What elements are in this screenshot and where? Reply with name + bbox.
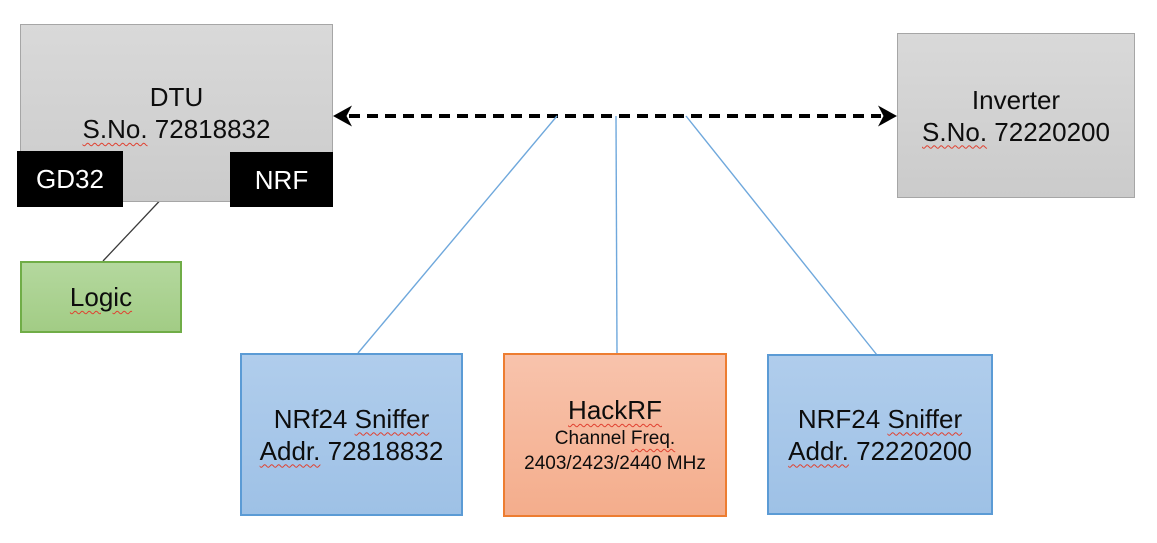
sniffer-right-name-prefix: NRF24 <box>797 403 881 434</box>
sniffer-left-name-suffix: Sniffer <box>354 403 430 434</box>
sniffer-left-addr: Addr. 72818832 <box>260 435 444 467</box>
sniffer-left-addr-value: 72818832 <box>327 435 444 466</box>
hackrf-box: HackRF Channel Freq. 2403/2423/2440 MHz <box>503 353 727 517</box>
hackrf-freq-label-line: Channel Freq. <box>555 426 675 451</box>
connector-line-sniffer-left <box>357 115 558 354</box>
hackrf-freq-value: 2403/2423/2440 MHz <box>524 453 706 474</box>
hackrf-title: HackRF <box>568 394 662 426</box>
sniffer-left-addr-label: Addr. <box>259 435 321 466</box>
logic-label: Logic <box>70 281 132 313</box>
dtu-serial-value: 72818832 <box>154 114 271 144</box>
inverter-serial-label: S.No. <box>922 116 988 147</box>
hackrf-freq-marked: Freq. <box>630 428 676 449</box>
nrf-label: NRF <box>254 164 309 195</box>
sniffer-right-name: NRF24 Sniffer <box>798 403 962 435</box>
sniffer-left-name: NRf24 Sniffer <box>274 403 430 435</box>
sniffer-right-addr-label: Addr. <box>788 435 849 466</box>
dtu-serial-label: S.No. <box>82 114 148 144</box>
inverter-serial-value: 72220200 <box>994 116 1110 147</box>
sniffer-right-addr-value: 72220200 <box>856 435 972 466</box>
hackrf-title-text: HackRF <box>568 395 662 425</box>
gd32-box: GD32 <box>17 151 123 207</box>
logic-label-text: Logic <box>69 282 133 312</box>
hackrf-freq-plain: Channel <box>554 428 626 449</box>
inverter-box: Inverter S.No. 72220200 <box>897 33 1135 198</box>
inverter-serial: S.No. 72220200 <box>922 116 1110 148</box>
sniffer-right-addr: Addr. 72220200 <box>788 435 972 467</box>
sniffer-right-box: NRF24 Sniffer Addr. 72220200 <box>767 354 993 515</box>
logic-box: Logic <box>20 261 182 333</box>
dtu-title: DTU <box>149 82 204 112</box>
dashed-arrow-right-head-icon <box>878 105 897 127</box>
connector-line-sniffer-right <box>685 115 878 356</box>
gd32-label: GD32 <box>36 164 104 194</box>
sniffer-left-name-prefix: NRf24 <box>273 403 348 434</box>
dashed-arrow-left-head-icon <box>333 105 352 127</box>
sniffer-left-box: NRf24 Sniffer Addr. 72818832 <box>240 353 463 516</box>
connector-line-hackrf <box>615 115 618 354</box>
inverter-title: Inverter <box>971 84 1061 115</box>
nrf-box: NRF <box>230 152 333 207</box>
dtu-serial: S.No. 72818832 <box>83 113 271 145</box>
sniffer-right-name-suffix: Sniffer <box>887 403 963 434</box>
